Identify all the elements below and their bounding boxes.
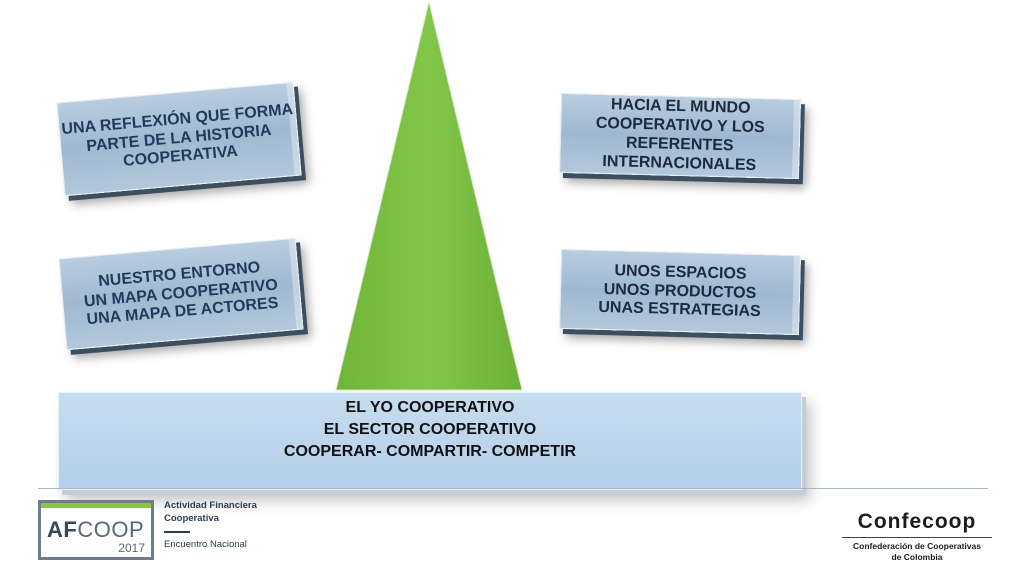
green-triangle bbox=[335, 1, 523, 391]
confecoop-logo: Confecoop Confederación de Cooperativas … bbox=[842, 510, 992, 562]
triangle-shape bbox=[335, 1, 523, 391]
box-mundo-cooperativo: HACIA EL MUNDO COOPERATIVO Y LOS REFEREN… bbox=[558, 92, 802, 180]
afcoop-text: Actividad Financiera Cooperativa Encuent… bbox=[164, 500, 284, 550]
afcoop-logo: AFCOOP 2017 bbox=[38, 500, 154, 560]
afcoop-logo-mark: AFCOOP bbox=[47, 517, 144, 543]
afcoop-logo-af: AF bbox=[47, 517, 78, 542]
confecoop-subtitle: Confederación de Cooperativas de Colombi… bbox=[852, 541, 981, 562]
box-nuestro-entorno: NUESTRO ENTORNO UN MAPA COOPERATIVO UNA … bbox=[58, 237, 304, 351]
afcoop-subtitle: Encuentro Nacional bbox=[164, 538, 247, 550]
box-reflexion-historia: UNA REFLEXIÓN QUE FORMA PARTE DE LA HIST… bbox=[56, 81, 302, 197]
confecoop-divider bbox=[842, 537, 992, 538]
confecoop-name: Confecoop bbox=[857, 510, 977, 533]
base-box-text: EL YO COOPERATIVO EL SECTOR COOPERATIVO … bbox=[283, 399, 577, 460]
afcoop-logo-year: 2017 bbox=[118, 541, 145, 555]
afcoop-dash bbox=[164, 530, 190, 533]
box-nuestro-entorno-text: NUESTRO ENTORNO UN MAPA COOPERATIVO UNA … bbox=[83, 258, 280, 329]
base-box: EL YO COOPERATIVO EL SECTOR COOPERATIVO … bbox=[58, 392, 802, 490]
afcoop-title: Actividad Financiera Cooperativa bbox=[164, 500, 257, 524]
box-espacios-productos-text: UNOS ESPACIOS UNOS PRODUCTOS UNAS ESTRAT… bbox=[598, 261, 761, 321]
footer-divider bbox=[38, 488, 988, 489]
box-reflexion-historia-text: UNA REFLEXIÓN QUE FORMA PARTE DE LA HIST… bbox=[60, 100, 294, 171]
box-mundo-cooperativo-text: HACIA EL MUNDO COOPERATIVO Y LOS REFEREN… bbox=[595, 96, 765, 174]
box-espacios-productos: UNOS ESPACIOS UNOS PRODUCTOS UNAS ESTRAT… bbox=[558, 248, 802, 336]
afcoop-logo-bar bbox=[41, 503, 151, 508]
afcoop-logo-coop: COOP bbox=[77, 517, 145, 542]
